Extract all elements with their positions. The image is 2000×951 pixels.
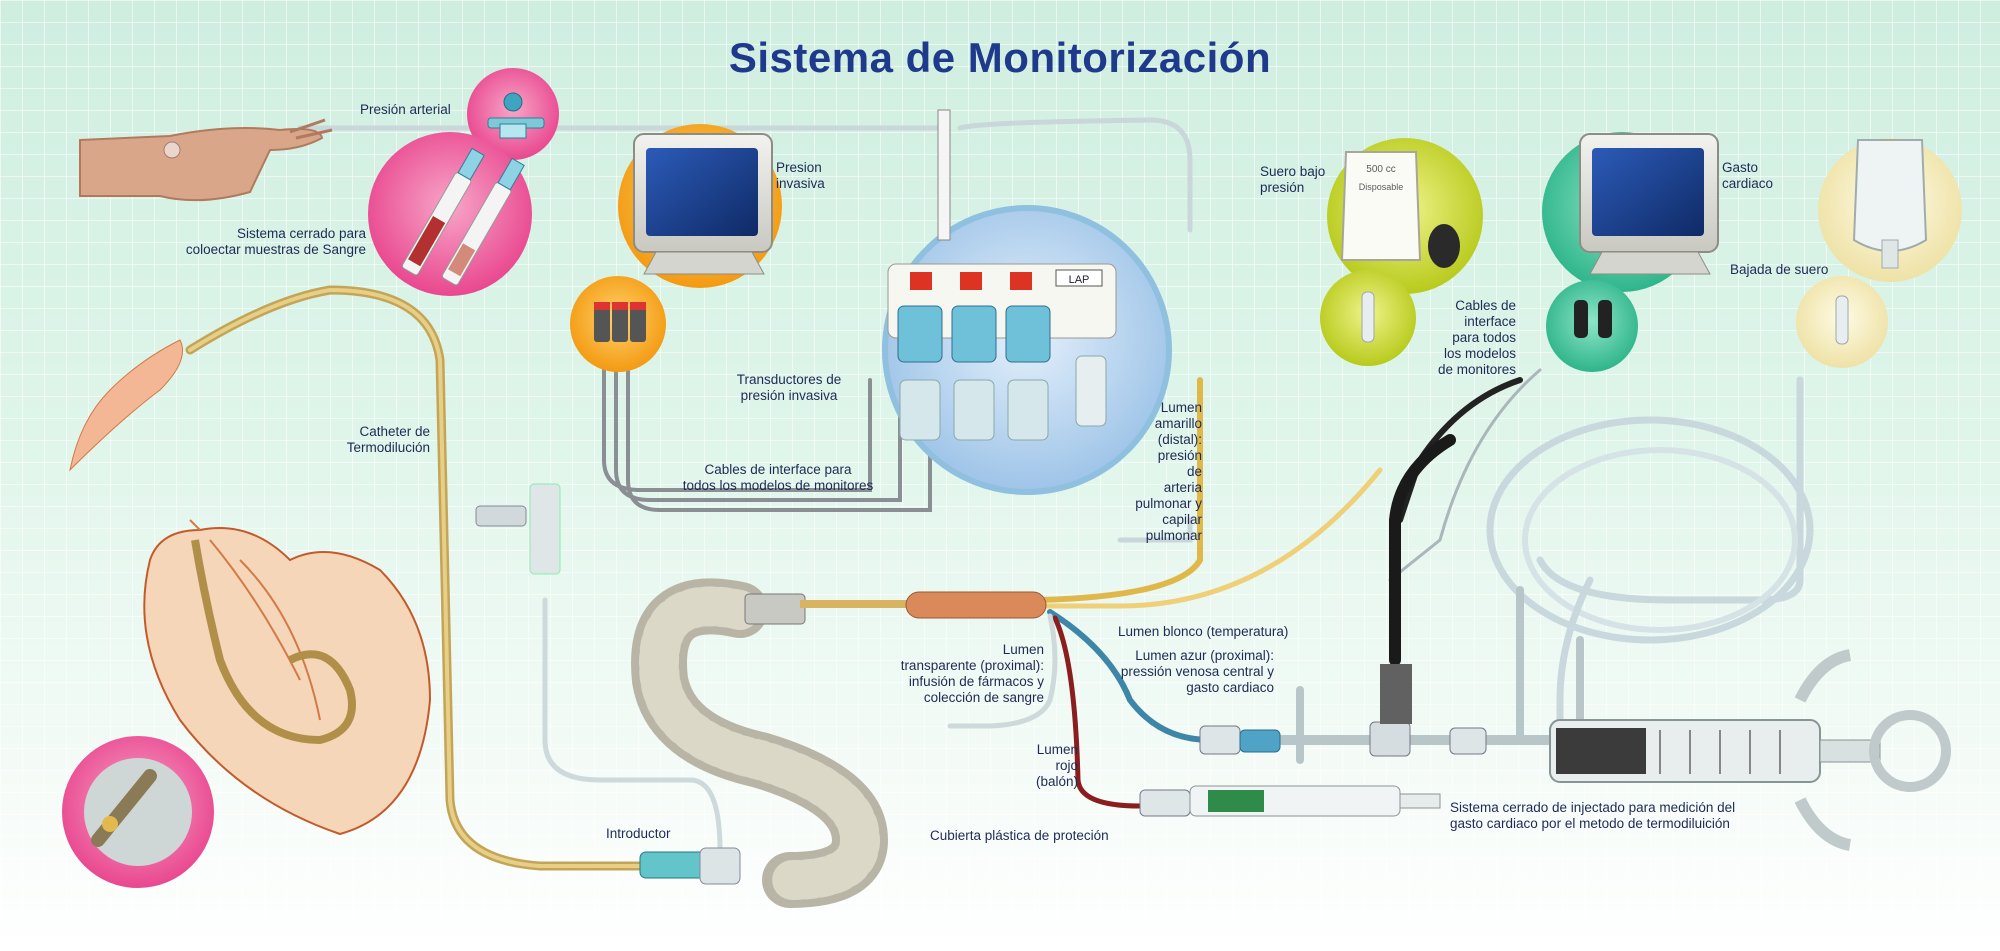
label-catheter-termodilucion: Catheter de Termodilución: [346, 424, 430, 455]
heart-illustration: [69, 339, 432, 836]
pink-circle-stopcock: [467, 68, 559, 160]
label-sistema-cerrado-injectado: Sistema cerrado de injectado para medici…: [1450, 800, 1736, 831]
pressure-bag: 500 cc Disposable: [1340, 151, 1460, 268]
saline-bag: [1852, 139, 1928, 269]
teal-circle-cables: [1546, 280, 1638, 372]
label-cubierta-plastica: Cubierta plástica de proteción: [930, 828, 1109, 843]
label-lumen-transparente: Lumen transparente (proximal): infusión …: [900, 642, 1044, 705]
drip-chambers: [1361, 291, 1849, 345]
label-introductor: Introductor: [606, 826, 671, 841]
connectors-orange: [594, 302, 646, 342]
protective-cover: [631, 578, 889, 908]
label-transductores: Transductores de presión invasiva: [736, 372, 842, 403]
catheter-hub: [744, 591, 1047, 625]
label-lumen-blanco: Lumen blonco (temperatura): [1118, 624, 1289, 639]
label-suero-bajo-presion: Suero bajo presión: [1260, 164, 1326, 195]
manifold-connectors: [1199, 664, 1487, 757]
connectors-teal: [1574, 300, 1612, 338]
transducer-panel: LAP: [887, 109, 1117, 441]
label-bajada-de-suero: Bajada de suero: [1730, 262, 1829, 277]
bag-volume-text: 500 cc: [1366, 164, 1395, 175]
label-cables-interface-para: Cables de interface para todos los model…: [682, 462, 874, 493]
arm-illustration: [79, 118, 333, 202]
sample-syringes-illustration: [401, 147, 525, 286]
monitor-right: [1579, 133, 1719, 275]
introductor-device: [475, 483, 741, 885]
label-sistema-cerrado-muestras: Sistema cerrado para coloectar muestras …: [185, 226, 366, 257]
label-presion-invasiva: Presion invasiva: [776, 160, 825, 191]
panel-lap-text: LAP: [1069, 274, 1090, 286]
monitor-left: [633, 133, 773, 275]
label-gasto-cardiaco: Gasto cardiaco: [1722, 160, 1774, 191]
page-title: Sistema de Monitorización: [728, 34, 1272, 81]
injection-syringe: [1549, 649, 1951, 851]
tubing: [185, 117, 1814, 871]
label-presion-arterial: Presión arterial: [360, 102, 451, 117]
stopcock-illustration: [487, 92, 545, 139]
label-cables-interface-todos: Cables de interface para todos los model…: [1437, 298, 1516, 377]
bag-brand-text: Disposable: [1359, 182, 1404, 192]
label-lumen-amarillo: Lumen amarillo (distal): presión de arte…: [1135, 400, 1202, 543]
label-lumen-rojo: Lumen rojo (balón): [1035, 742, 1078, 789]
label-lumen-azur: Lumen azur (proximal): pressión venosa c…: [1120, 648, 1274, 695]
balloon-syringe: [1139, 785, 1441, 817]
